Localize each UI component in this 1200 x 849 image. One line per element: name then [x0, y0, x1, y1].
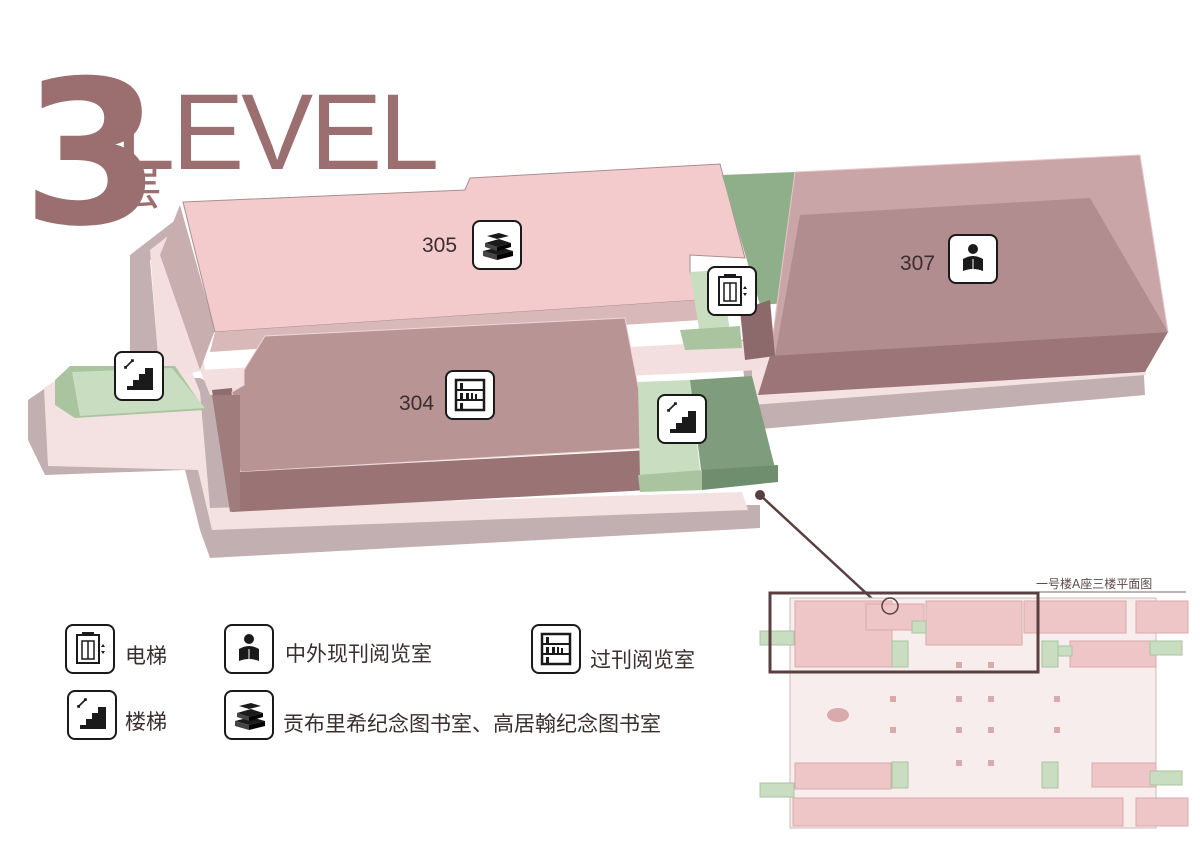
- stairs-icon-center[interactable]: [657, 394, 707, 444]
- room-307-label: 307: [900, 252, 936, 275]
- legend-bookshelf-icon: [531, 624, 581, 674]
- reading-person-icon[interactable]: [948, 234, 998, 284]
- level-word: LEVEL: [115, 71, 439, 192]
- legend-stairs-icon: [67, 690, 117, 740]
- legend-elevator-label: 电梯: [125, 644, 167, 668]
- legend-library-books-icon: [224, 690, 274, 740]
- elevator-icon[interactable]: [707, 266, 757, 316]
- room-304-label: 304: [399, 392, 435, 415]
- library-books-icon[interactable]: [472, 220, 522, 270]
- legend-current-periodicals-label: 中外现刊阅览室: [285, 642, 432, 666]
- floor-number: 3: [22, 38, 161, 271]
- legend-elevator-icon: [65, 624, 115, 674]
- floor-char: 层: [112, 158, 162, 216]
- bookshelf-icon[interactable]: [445, 370, 495, 420]
- minimap: [759, 591, 1189, 829]
- legend-memorial-libraries-label: 贡布里希纪念图书室、高居翰纪念图书室: [283, 712, 661, 736]
- room-304: [212, 317, 651, 512]
- stairs-icon-left[interactable]: [114, 351, 164, 401]
- legend-stairs-label: 楼梯: [125, 710, 167, 734]
- legend-back-periodicals-label: 过刊阅览室: [590, 648, 695, 672]
- legend-reading-person-icon: [224, 624, 274, 674]
- room-305-label: 305: [422, 234, 458, 257]
- minimap-title: 一号楼A座三楼平面图: [1036, 577, 1153, 591]
